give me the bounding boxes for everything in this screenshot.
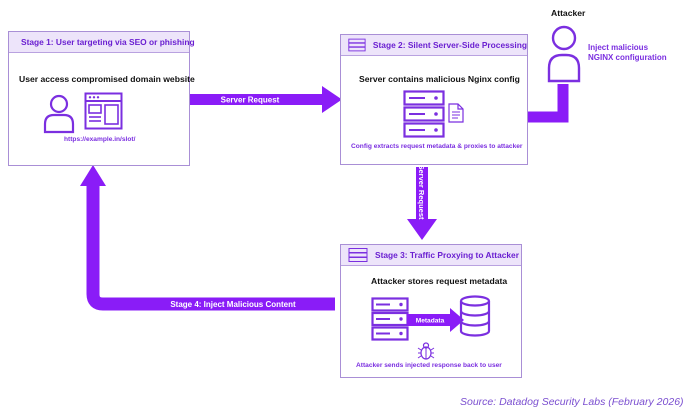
stage2-subtitle: Server contains malicious Nginx config bbox=[359, 74, 520, 84]
metadata-arrow: Metadata bbox=[407, 308, 464, 332]
database-icon bbox=[459, 295, 491, 337]
stage1-box: Stage 1: User targeting via SEO or phish… bbox=[8, 31, 195, 166]
stage1-title: Stage 1: User targeting via SEO or phish… bbox=[21, 37, 195, 47]
stage3-box: Stage 3: Traffic Proxying to Attacker At… bbox=[340, 244, 522, 378]
server-rack-icon bbox=[348, 38, 366, 52]
stage3-header: Stage 3: Traffic Proxying to Attacker bbox=[341, 245, 521, 266]
server-icon bbox=[403, 90, 445, 138]
source-caption: Source: Datadog Security Labs (February … bbox=[460, 396, 684, 408]
stage2-note: Config extracts request metadata & proxi… bbox=[351, 143, 523, 150]
attacker-label: Attacker bbox=[551, 8, 586, 18]
server-request-v-label: Server Request bbox=[417, 164, 426, 220]
server-request-h-label: Server Request bbox=[221, 96, 280, 105]
stage1-header: Stage 1: User targeting via SEO or phish… bbox=[9, 32, 195, 53]
stage1-subtitle: User access compromised domain website bbox=[19, 74, 195, 84]
stage3-subtitle: Attacker stores request metadata bbox=[371, 276, 508, 286]
stage4-return-arrow: Stage 4: Inject Malicious Content bbox=[80, 165, 335, 311]
server-request-arrow-h: Server Request bbox=[168, 86, 342, 113]
server-rack-icon bbox=[348, 248, 368, 262]
stage4-label: Stage 4: Inject Malicious Content bbox=[170, 300, 296, 309]
stage3-note: Attacker sends injected response back to… bbox=[356, 362, 502, 369]
website-icon bbox=[84, 92, 123, 130]
stage2-title: Stage 2: Silent Server-Side Processing bbox=[372, 40, 527, 50]
bug-icon bbox=[417, 342, 435, 360]
stage3-title: Stage 3: Traffic Proxying to Attacker bbox=[375, 250, 519, 260]
server-request-arrow-v: Server Request bbox=[407, 164, 437, 240]
user-icon bbox=[43, 94, 75, 134]
stage1-url[interactable]: https://example.in/slot/ bbox=[64, 136, 136, 143]
attacker-action-line2: NGINX configuration bbox=[588, 53, 667, 62]
attacker-icon bbox=[547, 25, 581, 83]
stage2-box: Stage 2: Silent Server-Side Processing S… bbox=[340, 34, 528, 165]
attacker-server-icon bbox=[371, 297, 409, 341]
stage2-header: Stage 2: Silent Server-Side Processing bbox=[341, 35, 527, 56]
metadata-label: Metadata bbox=[416, 318, 445, 325]
config-file-icon bbox=[448, 103, 464, 123]
attacker-action-line1: Inject malicious bbox=[588, 43, 649, 52]
